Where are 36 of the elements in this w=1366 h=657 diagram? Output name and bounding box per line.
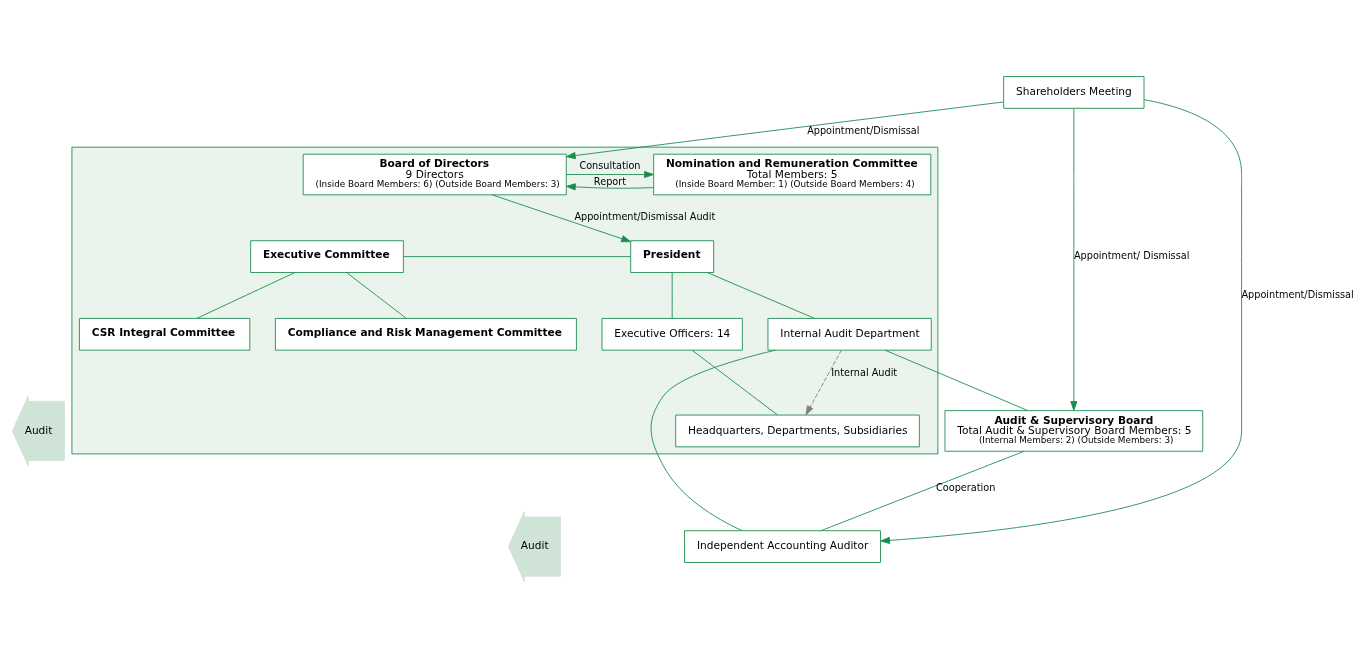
arrow	[565, 170, 654, 178]
edge-label: Consultation	[579, 159, 641, 171]
arrow	[805, 349, 842, 415]
edge-label: Report	[593, 175, 627, 187]
connector	[707, 271, 815, 319]
node-box: Audit & Supervisory Board Total Audit & Supervisory Board Members: 5 (Internal Members: 2) (Outside Members: 3)	[944, 409, 1204, 452]
connector	[820, 450, 1025, 531]
arrow	[491, 193, 631, 242]
node-box: Independent Accounting Auditor	[684, 529, 881, 563]
connector	[884, 349, 1029, 411]
node-box: CSR Integral Committee	[78, 317, 251, 351]
connector	[403, 255, 631, 257]
node-box: Executive Committee	[250, 239, 404, 273]
arrow	[565, 101, 1004, 159]
node-box: President	[630, 239, 715, 273]
node-box: Shareholders Meeting	[1003, 75, 1145, 109]
connector	[671, 271, 673, 319]
node-box: Executive Officers: 14	[601, 317, 743, 351]
node-box: Compliance and Risk Management Committee	[274, 317, 577, 351]
node-box: Nomination and Remuneration Committee Total Members: 5 (Inside Board Member: 1) (Outside Board Members: 4)	[653, 153, 932, 195]
node-box: Headquarters, Departments, Subsidiaries	[675, 414, 920, 447]
connector	[691, 349, 778, 415]
node-box: Board of Directors 9 Directors (Inside Board Members: 6) (Outside Board Members: 3)	[302, 153, 567, 195]
connector	[650, 349, 776, 531]
edge-label: Internal Audit	[831, 366, 898, 378]
connector	[196, 271, 295, 319]
edge-label: Appointment/ Dismissal	[1073, 249, 1190, 261]
cluster	[71, 146, 939, 454]
node-box: Internal Audit Department	[767, 317, 932, 351]
arrow	[880, 98, 1242, 544]
connector	[346, 271, 407, 319]
arrow	[1070, 107, 1078, 411]
edge-label: Appointment/Dismissal	[807, 124, 920, 136]
edge-label: Appointment/Dismissal Audit	[574, 210, 716, 222]
edge-label: Cooperation	[936, 481, 996, 493]
arrow	[566, 182, 654, 190]
